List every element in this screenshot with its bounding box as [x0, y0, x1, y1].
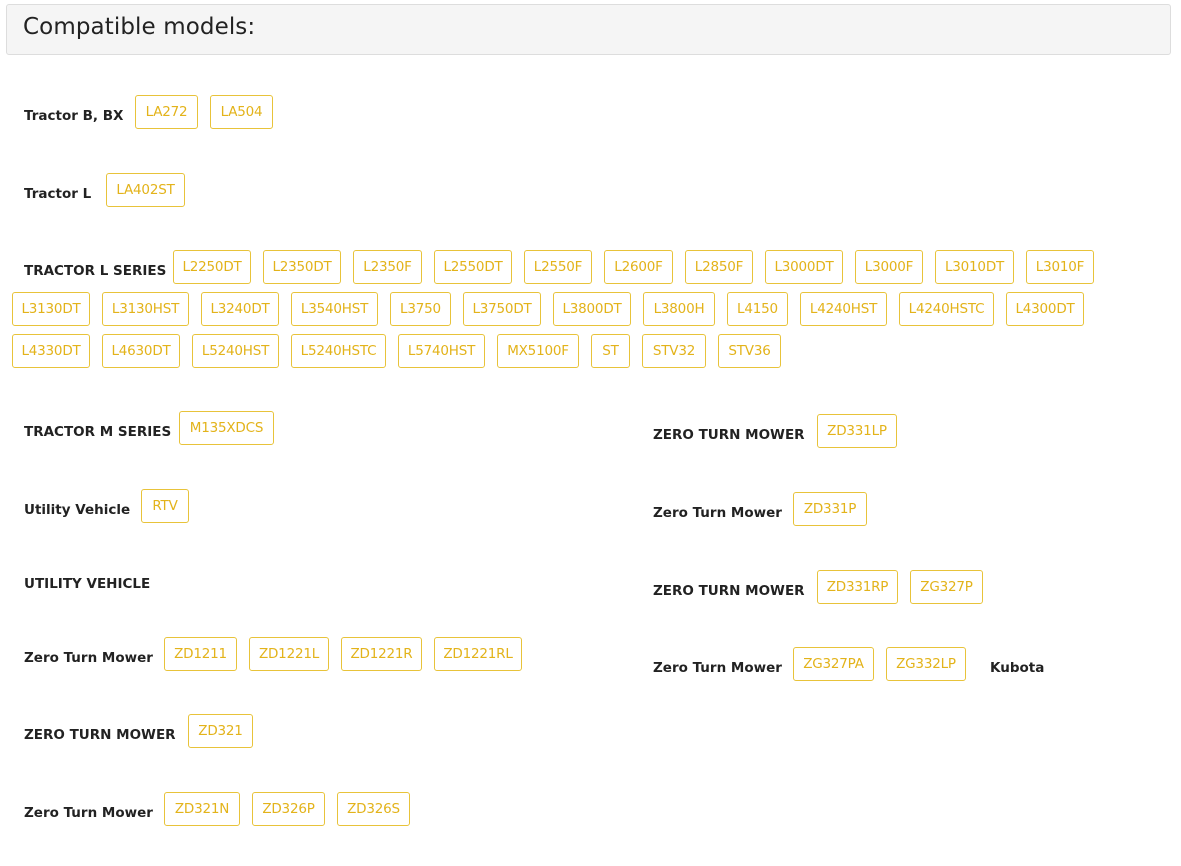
group-label: ZERO TURN MOWER — [653, 427, 805, 443]
model-tag[interactable]: L4300DT — [1006, 292, 1084, 326]
model-tag[interactable]: L3010DT — [935, 250, 1014, 284]
model-tag[interactable]: MX5100F — [497, 334, 579, 368]
model-tag[interactable]: L4330DT — [12, 334, 90, 368]
group-label: Utility Vehicle — [24, 502, 131, 518]
model-tag[interactable]: L3000F — [855, 250, 923, 284]
group-label: TRACTOR M SERIES — [24, 424, 172, 440]
model-tag[interactable]: L2550F — [524, 250, 592, 284]
model-tag[interactable]: L3540HST — [291, 292, 378, 326]
model-tag[interactable]: LA402ST — [106, 173, 185, 207]
model-tag[interactable]: L3750DT — [463, 292, 541, 326]
group-label: Zero Turn Mower — [653, 505, 782, 521]
model-tag[interactable]: LA504 — [210, 95, 273, 129]
model-tag[interactable]: L3010F — [1026, 250, 1094, 284]
group-label: TRACTOR L SERIES — [24, 263, 167, 279]
group-label: Zero Turn Mower — [653, 660, 782, 676]
model-tag[interactable]: L5240HST — [192, 334, 279, 368]
page-title: Compatible models: — [23, 14, 256, 40]
model-tag[interactable]: ZG332LP — [886, 647, 966, 681]
model-tag[interactable]: L2350F — [353, 250, 422, 284]
model-tag[interactable]: ZD326P — [252, 792, 325, 826]
compatible-models-header: Compatible models: — [6, 4, 1171, 55]
model-tag[interactable]: L3130HST — [102, 292, 189, 326]
group-label: Tractor B, BX — [24, 108, 124, 124]
group-label: UTILITY VEHICLE — [24, 576, 151, 592]
model-tag[interactable]: L2350DT — [263, 250, 341, 284]
model-tag[interactable]: RTV — [141, 489, 189, 523]
model-tag[interactable]: L3800DT — [553, 292, 631, 326]
model-tag[interactable]: ZD1221R — [341, 637, 422, 671]
model-tag[interactable]: ZG327PA — [793, 647, 874, 681]
model-tag[interactable]: L2550DT — [434, 250, 512, 284]
model-tag[interactable]: ZD1211 — [164, 637, 237, 671]
model-tag[interactable]: L4240HST — [800, 292, 887, 326]
model-tag[interactable]: ZD331LP — [817, 414, 897, 448]
model-tag[interactable]: ZD331RP — [817, 570, 898, 604]
model-tag[interactable]: L4150 — [727, 292, 788, 326]
model-tag[interactable]: LA272 — [135, 95, 198, 129]
group-label: Tractor L — [24, 186, 92, 202]
model-tag[interactable]: L5740HST — [398, 334, 485, 368]
model-tag[interactable]: STV32 — [642, 334, 706, 368]
model-tag[interactable]: ZG327P — [910, 570, 983, 604]
model-tag[interactable]: ZD1221RL — [434, 637, 522, 671]
brand-label: Kubota — [990, 660, 1045, 676]
group-label: ZERO TURN MOWER — [653, 583, 805, 599]
model-tag[interactable]: L3750 — [390, 292, 451, 326]
model-tag[interactable]: L4630DT — [102, 334, 180, 368]
model-tag[interactable]: L3000DT — [765, 250, 843, 284]
group-label: ZERO TURN MOWER — [24, 727, 176, 743]
model-tag[interactable]: L3800H — [643, 292, 715, 326]
model-tag[interactable]: ST — [591, 334, 630, 368]
model-tag[interactable]: L5240HSTC — [291, 334, 386, 368]
model-tag[interactable]: L2250DT — [173, 250, 251, 284]
group-label: Zero Turn Mower — [24, 650, 153, 666]
model-tag[interactable]: ZD1221L — [249, 637, 329, 671]
model-tag[interactable]: L3240DT — [201, 292, 279, 326]
model-tag[interactable]: ZD321 — [188, 714, 253, 748]
model-tag[interactable]: M135XDCS — [179, 411, 274, 445]
model-tag[interactable]: L4240HSTC — [899, 292, 994, 326]
model-tag[interactable]: ZD321N — [164, 792, 240, 826]
model-tag[interactable]: STV36 — [718, 334, 781, 368]
model-tag[interactable]: L2600F — [604, 250, 673, 284]
group-label: Zero Turn Mower — [24, 805, 153, 821]
model-tag[interactable]: ZD331P — [793, 492, 867, 526]
model-tag[interactable]: L3130DT — [12, 292, 90, 326]
model-tag[interactable]: L2850F — [685, 250, 753, 284]
model-tag[interactable]: ZD326S — [337, 792, 410, 826]
